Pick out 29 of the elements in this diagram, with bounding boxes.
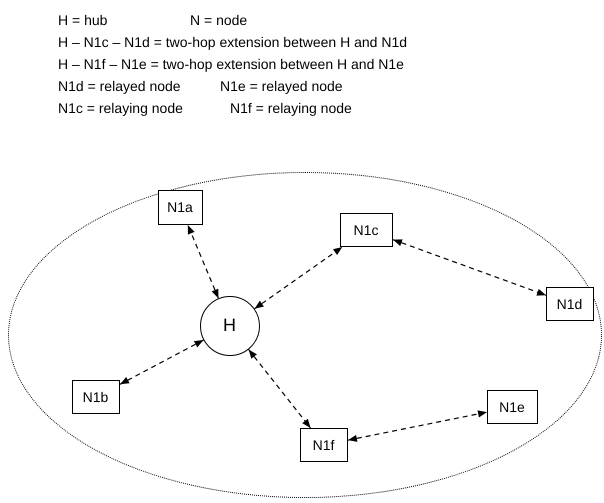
- node-box: [300, 428, 348, 462]
- node-box: [546, 286, 594, 320]
- node-label: N1b: [82, 388, 108, 404]
- connector-arrow: [348, 410, 488, 442]
- connector-arrow: [187, 224, 219, 299]
- node-label: N1d: [556, 296, 582, 312]
- connector-arrow: [248, 349, 312, 428]
- connector-arrow: [254, 246, 343, 310]
- legend-text: H = hub: [58, 12, 108, 28]
- node-label: N1c: [354, 222, 378, 238]
- node-label: N1a: [167, 199, 193, 215]
- node-box: [72, 380, 120, 414]
- legend-text: N1c = relaying node: [58, 100, 183, 116]
- connector-arrow: [392, 239, 546, 296]
- legend-text: N = node: [190, 12, 248, 28]
- node-box: [340, 212, 392, 246]
- legend-text: N1e = relayed node: [220, 78, 343, 94]
- boundary-ellipse: [8, 172, 602, 498]
- hub-circle: [200, 296, 260, 356]
- legend-text: H – N1c – N1d = two-hop extension between H and N1d: [58, 34, 408, 50]
- node-box: [158, 190, 202, 224]
- connector-arrow: [120, 340, 204, 385]
- node-box: [486, 390, 538, 424]
- legend-text: H – N1f – N1e = two-hop extension between H and N1e: [58, 56, 404, 72]
- node-label: N1f: [312, 436, 334, 452]
- legend-text: N1d = relayed node: [58, 78, 181, 94]
- node-label: N1e: [499, 398, 525, 414]
- node-label: H: [223, 315, 236, 336]
- legend-text: N1f = relaying node: [230, 100, 352, 116]
